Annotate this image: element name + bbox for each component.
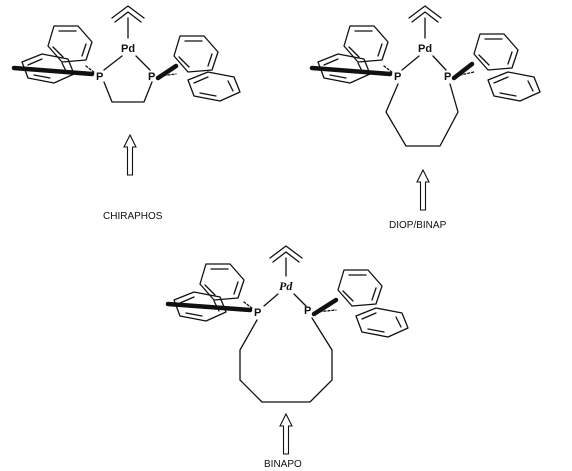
backbone-ring (385, 83, 459, 147)
p-atom-right: P (304, 305, 311, 317)
wedge-bond (309, 65, 393, 77)
chiraphos-structure: Pd P P CHIRAPHOS (11, 5, 241, 222)
phenyl-ring (337, 269, 383, 307)
dash-bond (159, 73, 177, 77)
pd-p-bond-left (401, 55, 420, 71)
wedge-bond (311, 297, 339, 317)
dash-bond (243, 301, 254, 310)
pd-atom: Pd (418, 43, 432, 55)
pd-p-bond-left (263, 293, 279, 307)
dash-bond (85, 65, 96, 74)
diop-binap-label: DIOP/BINAP (389, 220, 447, 231)
pd-p-bond-right (432, 55, 447, 71)
backbone-ring (239, 317, 333, 403)
wedge-bond (155, 63, 179, 81)
binapo-label: BINAPO (264, 459, 302, 470)
pd-atom: Pd (279, 279, 293, 293)
pd-p-bond-left (103, 55, 123, 71)
p-atom-right: P (444, 71, 451, 83)
pd-p-bond-right (293, 293, 307, 307)
p-atom-left: P (394, 71, 401, 83)
p-atom-left: P (254, 307, 261, 319)
phenyl-ring (473, 33, 519, 71)
up-arrow-icon (416, 169, 430, 211)
up-arrow-icon (123, 134, 137, 176)
phenyl-ring (187, 71, 241, 102)
p-atom-left: P (96, 71, 103, 83)
wedge-bond (451, 61, 475, 81)
dash-bond (455, 71, 475, 77)
wedge-bond (165, 301, 253, 313)
binapo-structure: Pd P P BINAPO (165, 245, 409, 470)
phenyl-ring (355, 307, 409, 338)
pd-atom: Pd (121, 43, 135, 55)
up-arrow-icon (279, 413, 293, 455)
phenyl-ring (173, 35, 219, 73)
phenyl-ring (487, 71, 541, 102)
ethane-backbone (103, 81, 153, 103)
wedge-bond (11, 65, 95, 77)
chiraphos-label: CHIRAPHOS (103, 211, 163, 222)
dash-bond (383, 65, 394, 74)
pd-p-bond-right (135, 55, 151, 71)
p-atom-right: P (148, 71, 155, 83)
diop-binap-structure: Pd P P DIOP/BINAP (309, 5, 541, 231)
